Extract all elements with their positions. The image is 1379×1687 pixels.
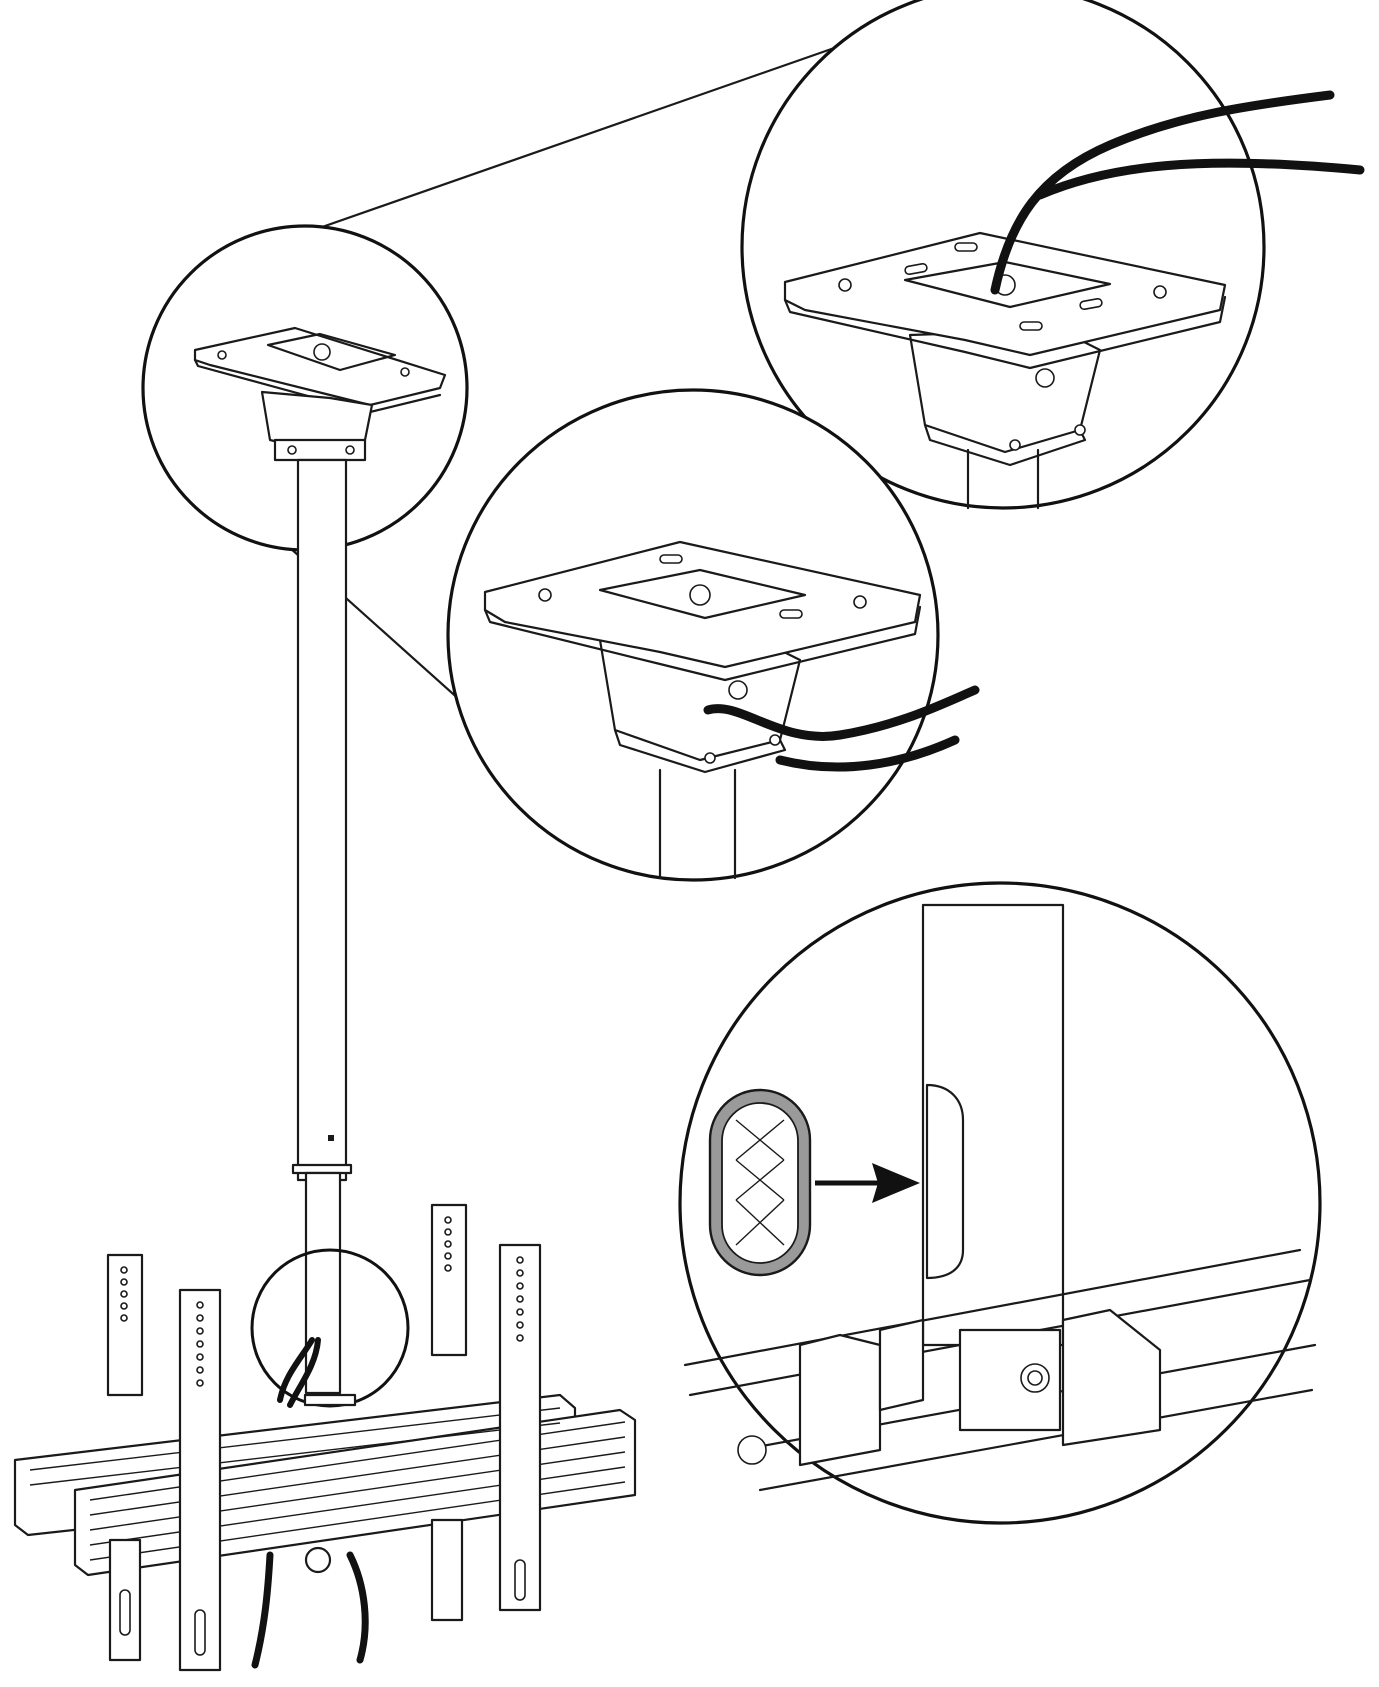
- mounting-rails: [13, 1393, 637, 1577]
- vertical-brackets: [106, 1203, 542, 1672]
- extension-pole: [291, 458, 353, 1395]
- cables: [251, 1546, 369, 1669]
- ceiling-plate-detail: [141, 224, 469, 552]
- pole-base-cable-detail: [250, 1248, 410, 1408]
- cable-side-entry-detail: [446, 388, 980, 882]
- cable-top-entry-detail: [740, 0, 1365, 510]
- grommet-insert-detail: [678, 881, 1322, 1525]
